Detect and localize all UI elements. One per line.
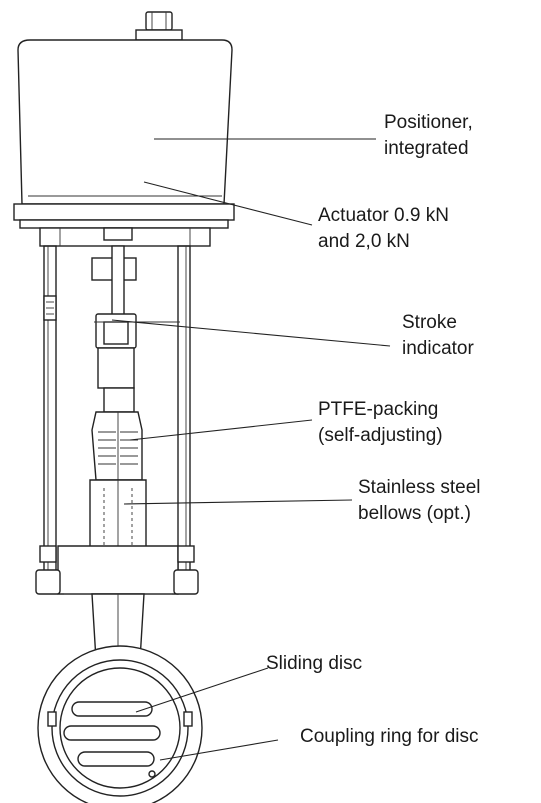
positioner-housing [17, 39, 233, 205]
sliding-disc-label: Sliding disc [266, 651, 362, 677]
bellows-label-line2: bellows (opt.) [358, 503, 471, 524]
positioner-label-line2: integrated [384, 138, 469, 159]
packing-label-line1: PTFE-packing [318, 399, 439, 420]
disc-label-line1: Sliding disc [266, 653, 363, 674]
stroke-indicator-label: Stroke indicator [402, 310, 474, 362]
ring-label-line1: Coupling ring for disc [300, 726, 479, 747]
actuator-label: Actuator 0.9 kN and 2,0 kN [318, 203, 449, 255]
bellows-label: Stainless steel bellows (opt.) [358, 475, 481, 527]
valve-body [37, 645, 203, 803]
positioner-label-line1: Positioner, [384, 112, 473, 133]
actuator-label-line1: Actuator 0.9 kN [318, 205, 449, 226]
column-label-plate [43, 295, 57, 321]
bellows-label-line1: Stainless steel [358, 477, 481, 498]
actuator-flange [13, 203, 235, 247]
cable-gland [135, 11, 183, 41]
stroke-label-line2: indicator [402, 338, 474, 359]
sliding-disc [63, 701, 161, 778]
positioner-label: Positioner, integrated [384, 110, 473, 162]
packing-label-line2: (self-adjusting) [318, 425, 443, 446]
ptfe-packing-label: PTFE-packing (self-adjusting) [318, 397, 443, 449]
stroke-label-line1: Stroke [402, 312, 457, 333]
bonnet [89, 347, 147, 561]
spindle-coupling [91, 245, 180, 349]
leader-lines [111, 138, 391, 761]
coupling-ring-label: Coupling ring for disc [300, 724, 478, 750]
actuator-label-line2: and 2,0 kN [318, 231, 410, 252]
lower-flange [35, 545, 199, 595]
